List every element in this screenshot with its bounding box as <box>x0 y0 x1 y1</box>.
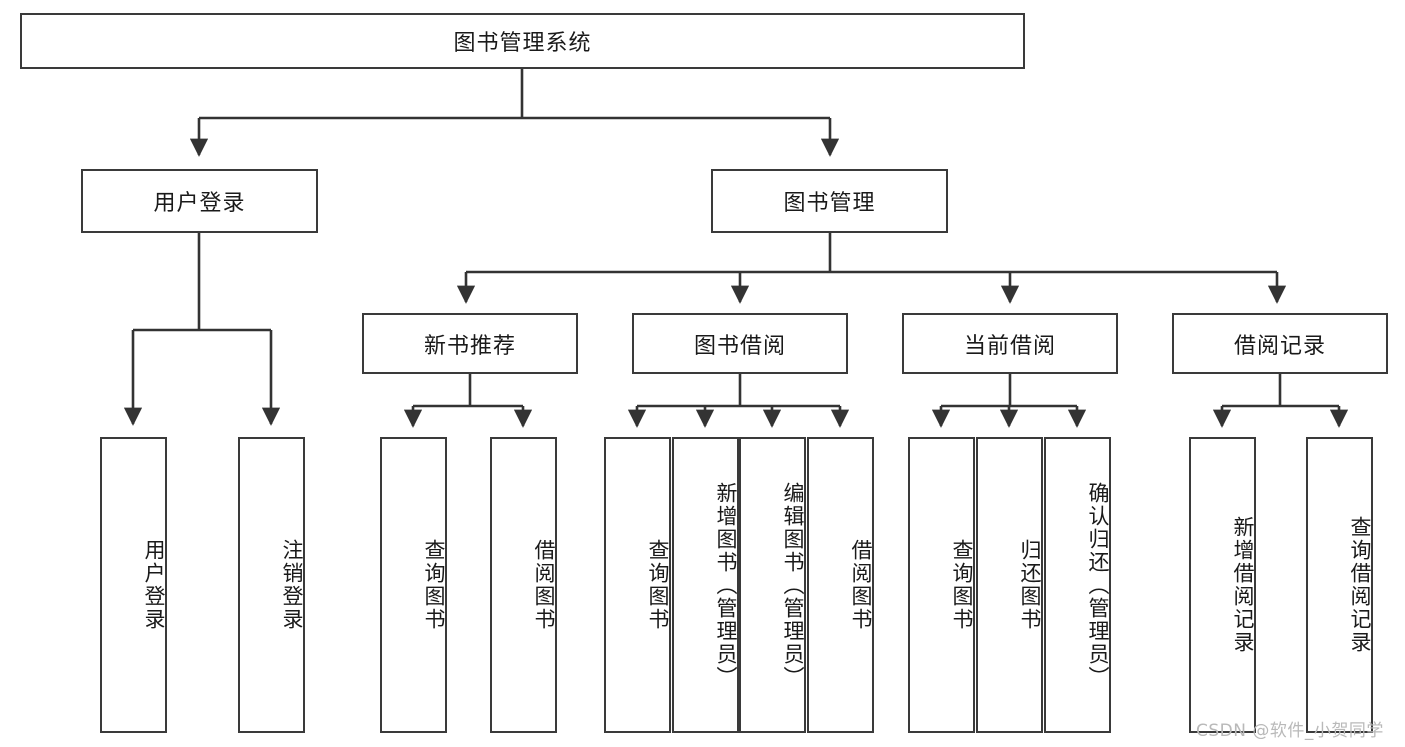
node-leaf-query-book-1[interactable]: 查询图书 <box>380 437 447 733</box>
node-user-login[interactable]: 用户登录 <box>81 169 318 233</box>
node-book-management[interactable]: 图书管理 <box>711 169 948 233</box>
node-label: 借阅图书 <box>849 539 873 631</box>
node-leaf-add-book[interactable]: 新增图书（管理员） <box>672 437 739 733</box>
node-borrow-record[interactable]: 借阅记录 <box>1172 313 1388 374</box>
node-leaf-add-record[interactable]: 新增借阅记录 <box>1189 437 1256 733</box>
node-label: 确认归还（管理员） <box>1086 481 1110 689</box>
node-new-book-recommend[interactable]: 新书推荐 <box>362 313 578 374</box>
node-label: 新增借阅记录 <box>1231 516 1255 654</box>
node-label: 用户登录 <box>153 191 246 216</box>
node-leaf-confirm-return[interactable]: 确认归还（管理员） <box>1044 437 1111 733</box>
node-label: 新增图书（管理员） <box>714 481 738 689</box>
node-root-system[interactable]: 图书管理系统 <box>20 13 1025 69</box>
node-label: 归还图书 <box>1018 539 1042 631</box>
node-label: 编辑图书（管理员） <box>781 481 805 689</box>
node-label: 借阅记录 <box>1233 333 1326 359</box>
node-label: 图书管理系统 <box>453 31 592 56</box>
node-leaf-borrow-book-2[interactable]: 借阅图书 <box>807 437 874 733</box>
node-label: 借阅图书 <box>532 539 556 631</box>
node-label: 图书借阅 <box>693 333 786 359</box>
node-leaf-query-record[interactable]: 查询借阅记录 <box>1306 437 1373 733</box>
node-label: 当前借阅 <box>963 333 1056 359</box>
node-current-borrow[interactable]: 当前借阅 <box>902 313 1118 374</box>
node-label: 用户登录 <box>142 539 166 631</box>
node-label: 查询图书 <box>646 539 670 631</box>
node-label: 查询图书 <box>950 539 974 631</box>
node-label: 查询借阅记录 <box>1348 516 1372 654</box>
node-leaf-user-login[interactable]: 用户登录 <box>100 437 167 733</box>
node-leaf-edit-book[interactable]: 编辑图书（管理员） <box>739 437 806 733</box>
node-book-borrow[interactable]: 图书借阅 <box>632 313 848 374</box>
node-leaf-borrow-book-1[interactable]: 借阅图书 <box>490 437 557 733</box>
node-leaf-query-book-3[interactable]: 查询图书 <box>908 437 975 733</box>
node-label: 图书管理 <box>783 191 876 216</box>
node-leaf-return-book[interactable]: 归还图书 <box>976 437 1043 733</box>
node-label: 新书推荐 <box>423 333 516 359</box>
node-label: 注销登录 <box>280 539 304 631</box>
csdn-watermark: CSDN @软件_小贺同学 <box>1196 721 1384 741</box>
node-label: 查询图书 <box>422 539 446 631</box>
node-leaf-query-book-2[interactable]: 查询图书 <box>604 437 671 733</box>
node-leaf-logout[interactable]: 注销登录 <box>238 437 305 733</box>
